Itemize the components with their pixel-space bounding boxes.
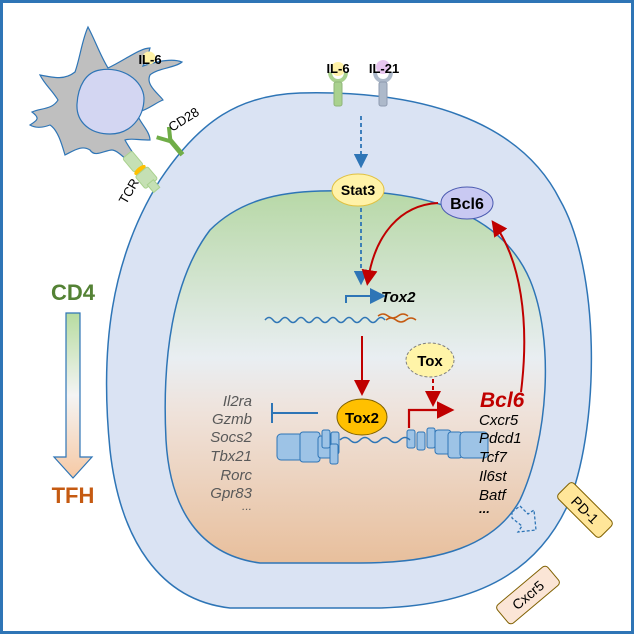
- bcl6-protein-label: Bcl6: [450, 196, 484, 213]
- activated-gene: Cxcr5: [479, 412, 519, 429]
- dna-strand: [264, 316, 386, 324]
- bcl6-gene-to-protein-arrow: [491, 220, 526, 393]
- bcl6-protein-node: [440, 186, 494, 220]
- activated-gene: Pdcd1: [479, 430, 522, 447]
- activated-gene: Tcf7: [479, 449, 507, 466]
- tox2-protein-label: Tox2: [345, 410, 379, 427]
- cd4-label: CD4: [51, 280, 96, 305]
- activated-gene: ...: [479, 501, 490, 516]
- linker-dna: [339, 436, 411, 444]
- tox-label: Tox: [417, 353, 443, 370]
- tox2-protein-node: [336, 398, 388, 436]
- il21-receptor: [373, 60, 393, 107]
- activated-gene: Batf: [479, 487, 508, 504]
- tox2-gene-label: Tox2: [381, 289, 416, 306]
- tfh-label: TFH: [52, 483, 95, 508]
- repressed-gene: Il2ra: [223, 393, 252, 410]
- repressed-gene: ...: [242, 499, 252, 513]
- bcl6-gene-label: Bcl6: [480, 389, 525, 412]
- dendritic-cell: [28, 25, 184, 172]
- repressed-gene: Tbx21: [210, 448, 252, 465]
- tox2-promoter-arrow: [345, 288, 386, 304]
- apc-il6-label: IL-6: [138, 52, 161, 67]
- activation-arrow: [407, 401, 455, 428]
- apc-il6-ball: [142, 51, 156, 65]
- tox2-mrna: [377, 313, 417, 323]
- repressed-gene: Socs2: [210, 429, 252, 446]
- repressed-gene: Gzmb: [212, 411, 252, 428]
- stat3-node: [331, 173, 385, 207]
- dendritic-cell-nucleus: [76, 68, 145, 135]
- repressed-gene: Rorc: [220, 467, 252, 484]
- chromatin: [276, 427, 489, 465]
- repressed-gene-list: Il2ra Gzmb Socs2 Tbx21 Rorc Gpr83 ...: [210, 393, 252, 513]
- il6-receptor: [328, 62, 348, 107]
- stat3-label: Stat3: [341, 182, 375, 198]
- repression-bar: [271, 403, 318, 423]
- activated-gene-list: Cxcr5 Pdcd1 Tcf7 Il6st Batf ...: [479, 412, 522, 516]
- activated-gene: Il6st: [479, 468, 507, 485]
- export-arrow-icon: [511, 505, 537, 533]
- cd28-receptor: [156, 126, 185, 157]
- nucleus: [164, 189, 547, 564]
- differentiation-arrow: [52, 312, 94, 479]
- tcr-receptor: [122, 151, 161, 194]
- tox-node: [405, 342, 455, 378]
- il6-receptor-label: IL-6: [326, 61, 349, 76]
- bcl6-activates-tox2-arrow: [361, 202, 439, 286]
- il21-receptor-label: IL-21: [369, 61, 399, 76]
- repressed-gene: Gpr83: [210, 485, 252, 502]
